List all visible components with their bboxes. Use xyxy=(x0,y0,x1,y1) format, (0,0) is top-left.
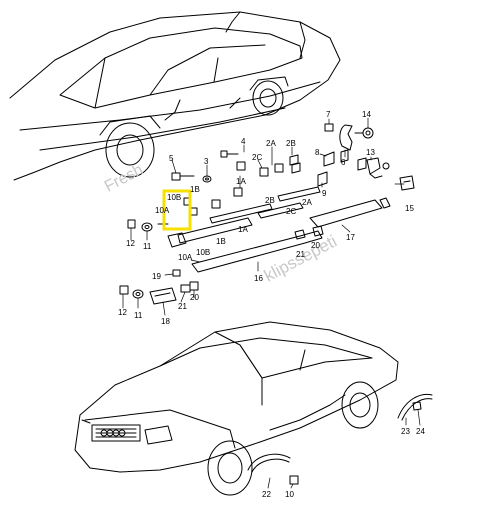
callout-14: 14 xyxy=(362,110,371,119)
watermark: Fresh klipssepeti xyxy=(102,161,340,285)
callout-19: 19 xyxy=(152,272,161,281)
callout-6: 6 xyxy=(341,158,346,167)
callout-13: 13 xyxy=(366,148,375,157)
callout-8: 8 xyxy=(315,148,320,157)
callout-1b-mid: 1B xyxy=(216,237,226,246)
callout-24: 24 xyxy=(416,427,425,436)
callout-10: 10 xyxy=(285,490,294,499)
callout-23: 23 xyxy=(401,427,410,436)
callout-2c: 2C xyxy=(252,153,262,162)
callout-21-left: 21 xyxy=(178,302,187,311)
callout-17: 17 xyxy=(346,233,355,242)
callout-10a-mid: 10A xyxy=(178,253,193,262)
callout-16: 16 xyxy=(254,274,263,283)
callout-2a-mid: 2A xyxy=(302,198,312,207)
highlight-box-10b xyxy=(162,189,192,231)
parts-group xyxy=(119,123,433,485)
callout-4: 4 xyxy=(241,137,246,146)
callout-20-left: 20 xyxy=(190,293,199,302)
callout-18: 18 xyxy=(161,317,170,326)
callout-2c-mid: 2C xyxy=(286,207,296,216)
callout-10a: 10A xyxy=(155,206,170,215)
callout-2b-top: 2B xyxy=(286,139,296,148)
bottom-car-illustration xyxy=(74,321,399,496)
watermark-text-left: Fresh xyxy=(102,161,146,195)
callout-10b: 10B xyxy=(167,193,181,202)
callout-20-right: 20 xyxy=(311,241,320,250)
callout-22: 22 xyxy=(262,490,271,499)
callout-11-bottom: 11 xyxy=(134,311,143,320)
callout-1a-mid: 1A xyxy=(238,225,248,234)
callout-1a: 1A xyxy=(236,177,246,186)
callout-7: 7 xyxy=(326,110,331,119)
callout-2a-top: 2A xyxy=(266,139,276,148)
callout-12-top: 12 xyxy=(126,239,135,248)
callout-5: 5 xyxy=(169,154,174,163)
top-car-illustration xyxy=(9,11,341,181)
callout-10b-mid: 10B xyxy=(196,248,210,257)
callout-2b-mid: 2B xyxy=(265,196,275,205)
callout-11-top: 11 xyxy=(143,242,152,251)
callout-12-bottom: 12 xyxy=(118,308,127,317)
callout-labels: 7 14 4 2B 2A 5 3 2C 8 6 13 1A 1B 9 10B 1… xyxy=(118,110,425,499)
callout-1b: 1B xyxy=(190,185,200,194)
callout-3: 3 xyxy=(204,157,209,166)
callout-21-right: 21 xyxy=(296,250,305,259)
callout-15: 15 xyxy=(405,204,414,213)
callout-9: 9 xyxy=(322,189,327,198)
leader-lines xyxy=(122,117,421,489)
